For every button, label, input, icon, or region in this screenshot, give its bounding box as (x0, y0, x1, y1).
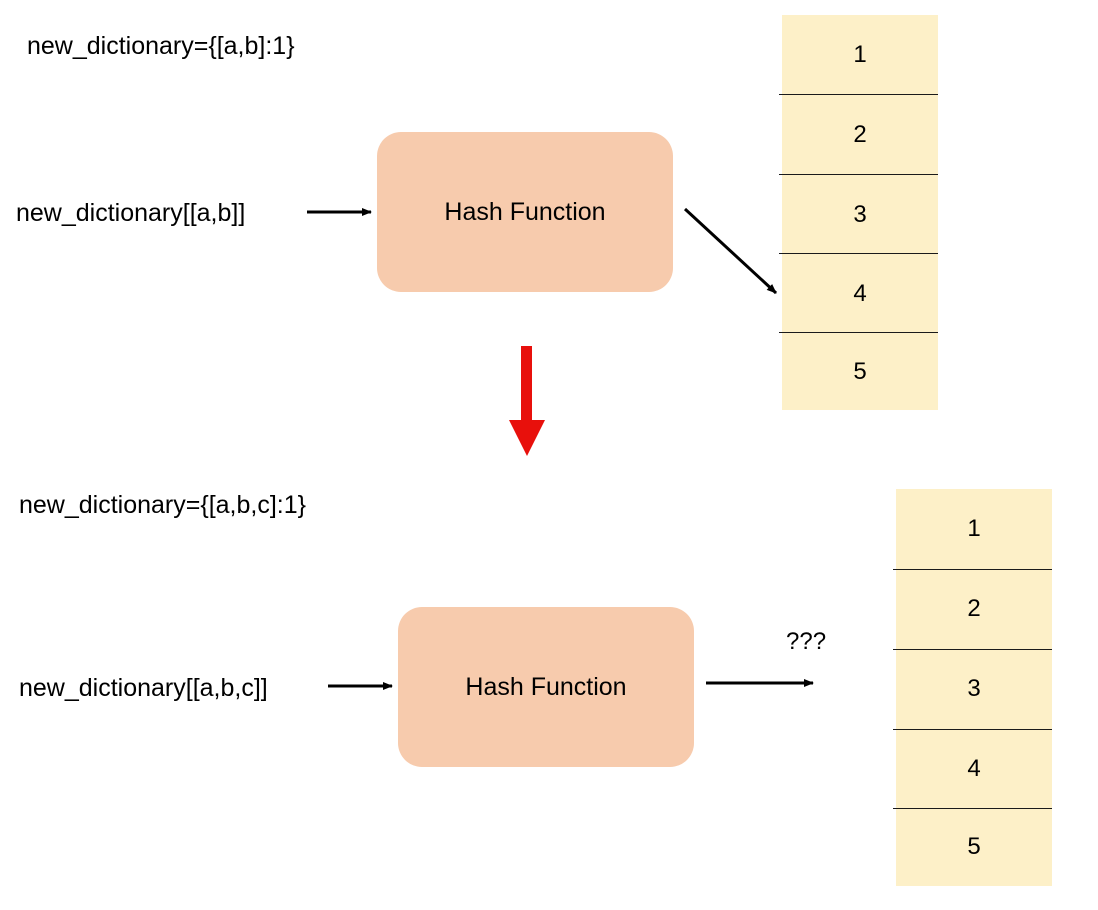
top-hash-function-label: Hash Function (444, 197, 606, 226)
top-table-divider-3 (779, 253, 938, 254)
bottom-slot-3: 3 (967, 675, 981, 702)
top-hash-function-box: Hash Function (377, 132, 673, 292)
top-definition-text: new_dictionary={[a,b]:1} (27, 32, 295, 60)
top-slot-3: 3 (853, 200, 867, 228)
bottom-table-divider-1 (893, 569, 1052, 570)
unknown-slot-marker: ??? (786, 628, 827, 655)
transition-down-arrow (509, 346, 545, 456)
top-slot-4: 4 (853, 279, 867, 307)
bottom-definition-text: new_dictionary={[a,b,c]:1} (19, 491, 306, 519)
top-table-divider-1 (779, 94, 938, 95)
top-lookup-text: new_dictionary[[a,b]] (16, 199, 246, 227)
bottom-table-divider-3 (893, 729, 1052, 730)
bottom-hash-function-label: Hash Function (465, 672, 627, 701)
bottom-slot-1: 1 (967, 515, 981, 542)
bottom-slot-4: 4 (967, 754, 981, 782)
top-table-divider-4 (779, 332, 938, 333)
bottom-hash-function-box: Hash Function (398, 607, 694, 767)
top-slot-2: 2 (853, 121, 867, 148)
bottom-hash-table: 1 2 3 4 5 (896, 489, 1052, 886)
top-table-divider-2 (779, 174, 938, 175)
bottom-lookup-text: new_dictionary[[a,b,c]] (19, 674, 268, 702)
top-output-arrow (683, 207, 778, 295)
bottom-slot-5: 5 (967, 833, 981, 860)
bottom-table-divider-2 (893, 649, 1052, 650)
bottom-table-divider-4 (893, 808, 1052, 809)
bottom-slot-2: 2 (967, 595, 981, 622)
top-hash-table: 1 2 3 4 5 (782, 15, 938, 410)
top-slot-1: 1 (853, 41, 867, 68)
top-slot-5: 5 (853, 357, 867, 385)
